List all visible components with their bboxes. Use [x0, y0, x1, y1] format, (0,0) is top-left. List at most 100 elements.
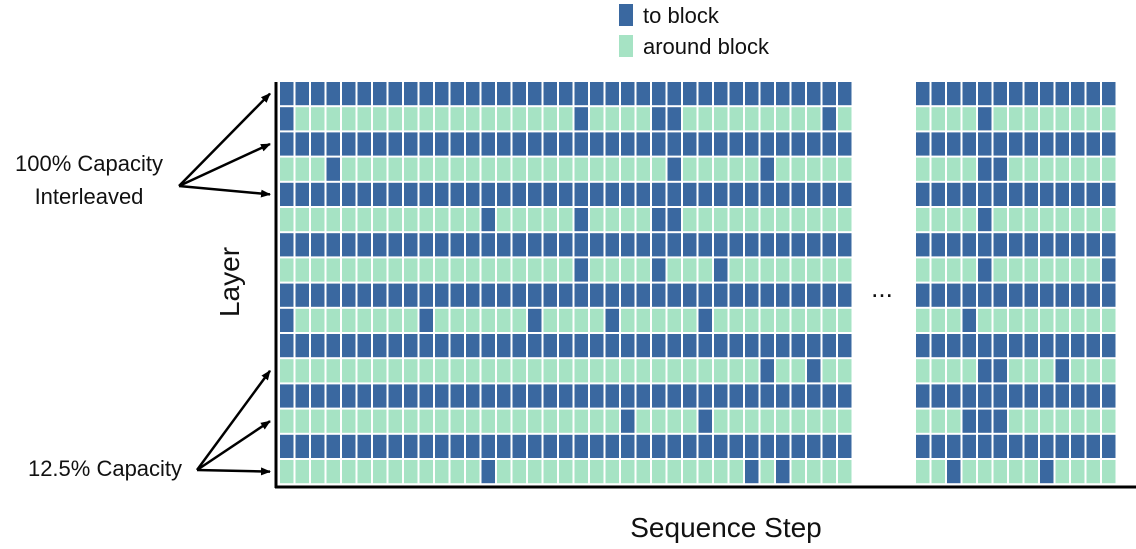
cell-to-block	[791, 82, 805, 106]
cell-to-block	[822, 384, 836, 408]
cell-to-block	[512, 82, 526, 106]
cell-to-block	[342, 182, 356, 206]
cell-to-block	[528, 334, 542, 358]
cell-around-block	[698, 157, 712, 181]
cell-around-block	[916, 107, 930, 131]
cell-to-block	[497, 334, 511, 358]
cell-to-block	[807, 359, 821, 383]
cell-to-block	[978, 208, 992, 232]
cell-to-block	[326, 334, 340, 358]
cell-to-block	[295, 82, 309, 106]
cell-around-block	[652, 157, 666, 181]
cell-to-block	[481, 208, 495, 232]
cell-to-block	[714, 334, 728, 358]
cell-to-block	[466, 283, 480, 307]
cell-to-block	[481, 82, 495, 106]
cell-around-block	[1040, 409, 1054, 433]
cell-to-block	[497, 132, 511, 156]
cell-around-block	[621, 359, 635, 383]
cell-to-block	[1040, 384, 1054, 408]
cell-around-block	[295, 107, 309, 131]
cell-to-block	[435, 434, 449, 458]
cell-to-block	[621, 82, 635, 106]
cell-to-block	[652, 384, 666, 408]
cell-to-block	[326, 233, 340, 257]
cell-around-block	[1009, 460, 1023, 484]
cell-to-block	[512, 132, 526, 156]
cell-to-block	[590, 334, 604, 358]
cell-to-block	[838, 233, 852, 257]
cell-around-block	[931, 107, 945, 131]
cell-around-block	[621, 157, 635, 181]
cell-to-block	[714, 233, 728, 257]
cell-to-block	[481, 334, 495, 358]
cell-to-block	[916, 283, 930, 307]
cell-to-block	[512, 182, 526, 206]
cell-around-block	[745, 409, 759, 433]
cell-to-block	[947, 233, 961, 257]
cell-to-block	[605, 334, 619, 358]
cell-to-block	[543, 384, 557, 408]
cell-to-block	[388, 384, 402, 408]
cell-to-block	[311, 384, 325, 408]
cell-to-block	[342, 434, 356, 458]
cell-to-block	[528, 308, 542, 332]
cell-to-block	[729, 132, 743, 156]
cell-to-block	[636, 82, 650, 106]
cell-to-block	[605, 283, 619, 307]
cell-to-block	[404, 434, 418, 458]
cell-around-block	[1071, 460, 1085, 484]
cell-to-block	[745, 233, 759, 257]
cell-to-block	[512, 384, 526, 408]
cell-around-block	[714, 460, 728, 484]
cell-to-block	[388, 283, 402, 307]
cell-around-block	[357, 107, 371, 131]
cell-around-block	[450, 460, 464, 484]
cell-to-block	[1040, 82, 1054, 106]
cell-around-block	[636, 460, 650, 484]
cell-around-block	[729, 409, 743, 433]
cell-around-block	[698, 107, 712, 131]
cell-to-block	[466, 82, 480, 106]
cell-around-block	[621, 308, 635, 332]
cell-to-block	[807, 182, 821, 206]
cell-to-block	[590, 233, 604, 257]
ellipsis: ...	[871, 273, 893, 303]
cell-around-block	[528, 460, 542, 484]
cell-to-block	[791, 334, 805, 358]
cell-around-block	[1086, 258, 1100, 282]
cell-around-block	[342, 460, 356, 484]
cell-around-block	[1086, 157, 1100, 181]
cell-to-block	[745, 283, 759, 307]
cell-to-block	[667, 334, 681, 358]
cell-around-block	[822, 208, 836, 232]
cell-to-block	[729, 384, 743, 408]
cell-around-block	[311, 359, 325, 383]
cell-to-block	[776, 434, 790, 458]
cell-around-block	[605, 409, 619, 433]
cell-to-block	[1009, 82, 1023, 106]
cell-around-block	[590, 409, 604, 433]
cell-to-block	[280, 82, 294, 106]
cell-around-block	[404, 308, 418, 332]
cell-around-block	[1040, 107, 1054, 131]
cell-to-block	[931, 283, 945, 307]
cell-around-block	[729, 208, 743, 232]
cell-around-block	[978, 460, 992, 484]
cell-around-block	[916, 208, 930, 232]
cell-to-block	[698, 334, 712, 358]
cell-to-block	[357, 384, 371, 408]
cell-to-block	[652, 107, 666, 131]
cell-to-block	[311, 82, 325, 106]
cell-around-block	[373, 409, 387, 433]
cell-to-block	[621, 132, 635, 156]
cell-around-block	[450, 208, 464, 232]
cell-around-block	[419, 208, 433, 232]
cell-to-block	[388, 182, 402, 206]
cell-around-block	[776, 258, 790, 282]
cell-around-block	[419, 460, 433, 484]
cell-around-block	[280, 157, 294, 181]
cell-around-block	[357, 308, 371, 332]
cell-to-block	[574, 107, 588, 131]
cell-around-block	[729, 107, 743, 131]
